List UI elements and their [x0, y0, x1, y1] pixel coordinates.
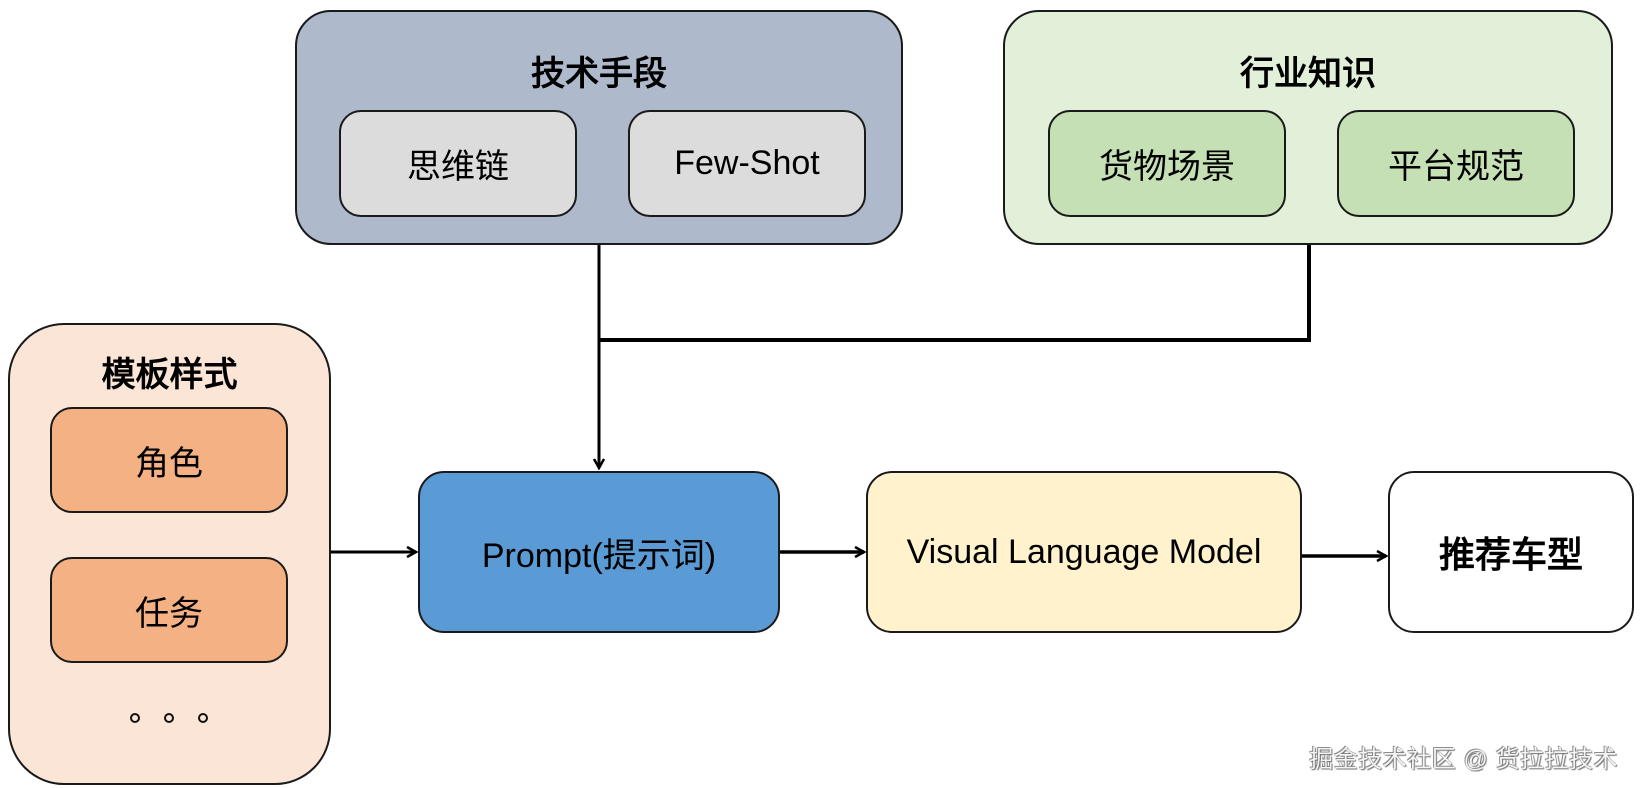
- watermark: 掘金技术社区 @ 货拉拉技术: [1309, 746, 1618, 773]
- ellipsis-dot: [198, 713, 208, 723]
- node-visual-language-model: Visual Language Model: [866, 471, 1302, 633]
- ellipsis-dot: [164, 713, 174, 723]
- group-title: 行业知识: [1240, 55, 1376, 93]
- node-prompt: Prompt(提示词): [418, 471, 780, 633]
- item-chain-of-thought: 思维链: [339, 110, 577, 217]
- ellipsis: [130, 713, 208, 723]
- group-industry-knowledge: 行业知识 货物场景 平台规范: [1003, 10, 1613, 245]
- group-title: 技术手段: [531, 55, 667, 93]
- item-cargo-scenario: 货物场景: [1048, 110, 1286, 217]
- item-role: 角色: [50, 407, 288, 513]
- node-recommended-vehicle: 推荐车型: [1388, 471, 1634, 633]
- group-tech-methods: 技术手段 思维链 Few-Shot: [295, 10, 903, 245]
- group-title: 模板样式: [101, 356, 238, 394]
- item-few-shot: Few-Shot: [628, 110, 866, 217]
- item-task: 任务: [50, 557, 288, 663]
- ellipsis-dot: [130, 713, 140, 723]
- item-platform-rules: 平台规范: [1337, 110, 1575, 217]
- group-template-style: 模板样式 角色 任务: [8, 323, 331, 785]
- connector-industry-to-prompt: [599, 244, 1311, 342]
